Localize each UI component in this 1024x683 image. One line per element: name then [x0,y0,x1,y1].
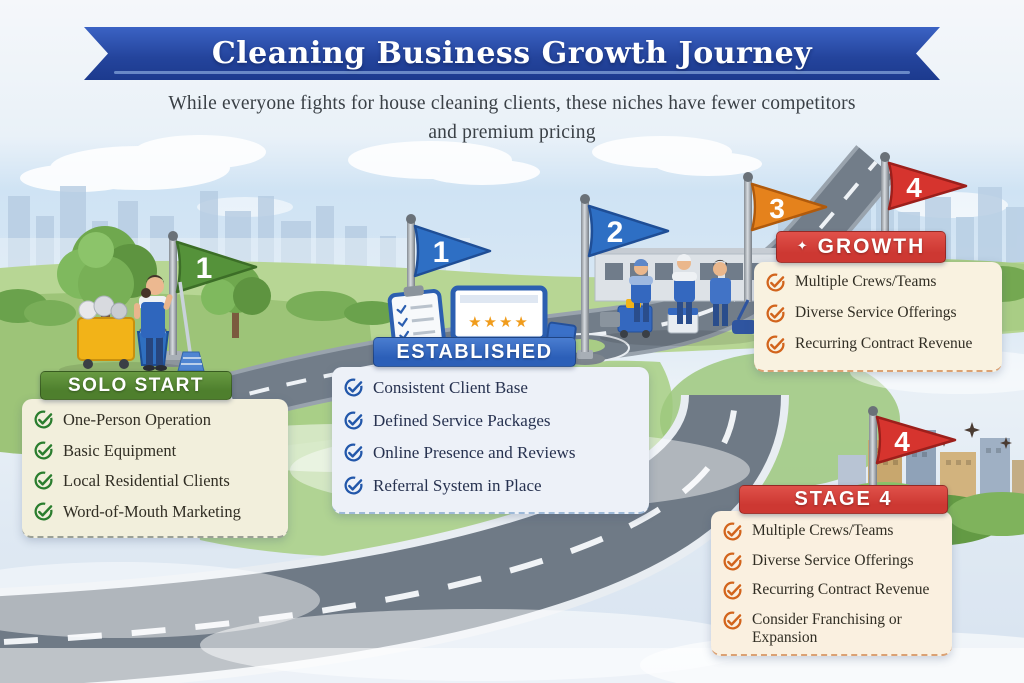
stage-card-title: GROWTH [817,235,926,258]
checklist-item-label: Referral System in Place [373,475,542,495]
checklist-item-label: Consider Franchising or Expansion [752,610,902,647]
stage-card-growth: Multiple Crews/Teams Diverse Service Off… [754,262,1002,372]
checklist-item: Defined Service Packages [343,409,641,442]
checklist-item-label: Recurring Contract Revenue [795,335,973,352]
flag-number: 1 [196,252,213,285]
worker-2 [672,254,697,324]
review-stars: ★★★★ [468,313,530,331]
flag-stage-3: 3 [743,172,828,302]
checklist-item: One-Person Operation [33,408,280,439]
stage-card-title: SOLO START [67,374,205,396]
checklist-item: Multiple Crews/Teams [722,520,944,550]
stage-card-solo-start: One-Person Operation Basic Equipment Loc… [22,399,288,538]
road-main [0,392,789,683]
flag-number: 2 [607,216,624,249]
checklist-item-label: Online Presence and Reviews [373,443,576,462]
checklist-item: Recurring Contract Revenue [722,579,944,609]
stage-card-title: STAGE 4 [794,488,893,510]
stage-card-stage-4: Multiple Crews/Teams Diverse Service Off… [711,511,952,657]
checklist-item: Recurring Contract Revenue [765,333,994,364]
check-circle-icon [723,551,742,571]
sparkle-icon: ✦ [796,238,810,254]
flag-pennant [413,224,492,278]
check-circle-icon [344,475,363,495]
checklist-item: Online Presence and Reviews [343,441,641,474]
checklist-item-label: Word-of-Mouth Marketing [63,501,241,521]
flag-number: 1 [433,236,450,269]
flag-pennant [587,204,670,258]
flag-pennant [750,182,828,232]
check-circle-icon [766,335,785,354]
flag-stage-4b: 4 [868,406,957,492]
checklist-item: Diverse Service Offerings [722,550,944,580]
stage-card-header-stage-4: STAGE 4 [739,485,948,514]
checklist-item-label: Multiple Crews/Teams [752,522,894,539]
worker-1 [629,259,653,322]
checklist-item: Local Residential Clients [33,469,280,500]
stage-card-header-solo-start: SOLO START [40,371,232,400]
flag-stage-4a: 4 [880,152,968,240]
checklist-item-label: Diverse Service Offerings [752,551,914,569]
stage-card-established: Consistent Client Base Defined Service P… [332,367,649,514]
stage-card-header-growth: ✦ GROWTH [776,231,946,263]
stage-card-title: ESTABLISHED [396,340,553,363]
flag-pennant [175,240,258,294]
flag-number: 4 [906,172,922,203]
check-circle-icon [344,378,363,397]
check-circle-icon [723,610,742,630]
banner-title: Cleaning Business Growth Journey [211,36,813,71]
flag-pennant [875,415,957,465]
checklist-item-label: Recurring Contract Revenue [752,581,930,598]
clouds [20,135,1008,218]
checklist-item: Multiple Crews/Teams [765,271,994,302]
checklist-item: Diverse Service Offerings [765,302,994,333]
checklist-item: Consider Franchising or Expansion [722,609,944,649]
checklist-item-label: Multiple Crews/Teams [795,273,937,290]
subtitle-text: While everyone fights for house cleaning… [168,93,856,144]
check-circle-icon [766,304,785,323]
flag-number: 4 [894,426,910,457]
check-circle-icon [344,443,363,462]
check-circle-icon [723,581,742,600]
flag-number: 3 [769,193,785,224]
check-circle-icon [34,471,53,490]
flag-stage-2a: 1 [406,214,492,306]
check-circle-icon [766,273,785,292]
cleaning-crew-illustration [600,254,760,346]
check-circle-icon [34,410,53,429]
checklist-item: Consistent Client Base [343,376,641,409]
checklist-item-label: One-Person Operation [63,410,212,429]
checklist-item-label: Defined Service Packages [373,410,551,430]
banner-ribbon: Cleaning Business Growth Journey [84,27,940,80]
checklist-item-label: Basic Equipment [63,440,177,460]
checklist-item-label: Consistent Client Base [373,378,528,397]
check-circle-icon [34,501,53,521]
flag-pennant [887,161,968,211]
worker-3 [710,259,731,326]
check-circle-icon [344,410,363,430]
check-circle-icon [34,440,53,460]
checklist-item: Word-of-Mouth Marketing [33,500,280,531]
checklist-item-label: Local Residential Clients [63,471,230,490]
stage-card-header-established: ESTABLISHED [373,337,576,367]
checklist-item: Referral System in Place [343,474,641,507]
check-circle-icon [723,522,742,541]
checklist-item: Basic Equipment [33,439,280,470]
checklist-item-label: Diverse Service Offerings [795,304,957,321]
